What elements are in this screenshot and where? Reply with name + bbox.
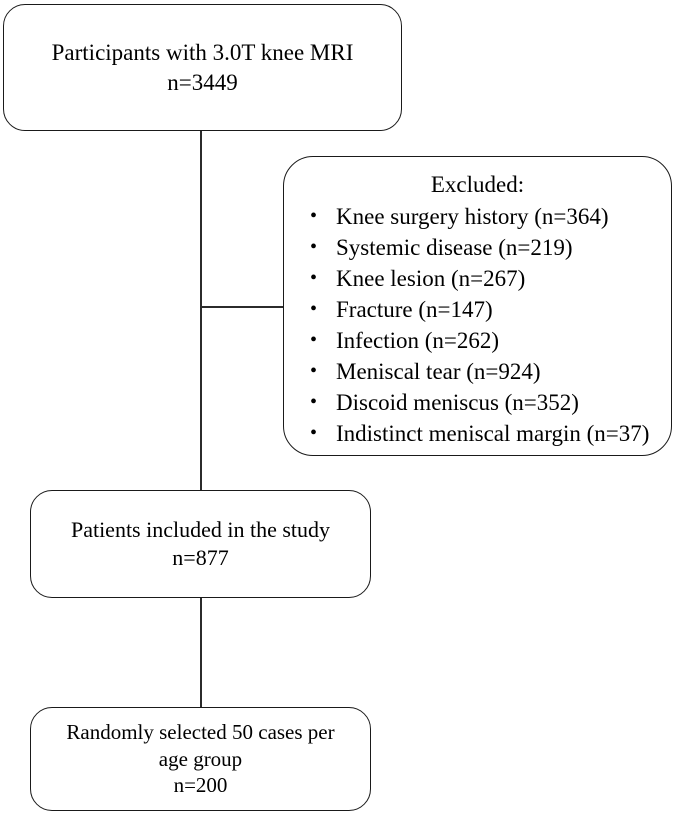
included-count: n=877	[172, 545, 229, 570]
excluded-reason-list: Knee surgery history (n=364) Systemic di…	[284, 201, 671, 449]
list-item: Fracture (n=147)	[310, 294, 671, 325]
included-label: Patients included in the study	[70, 516, 331, 542]
connector-participants-to-included	[200, 131, 202, 490]
list-item: Infection (n=262)	[310, 325, 671, 356]
list-item: Systemic disease (n=219)	[310, 232, 671, 263]
connector-trunk-to-excluded	[200, 306, 284, 308]
list-item: Meniscal tear (n=924)	[310, 356, 671, 387]
box-participants: Participants with 3.0T knee MRI n=3449	[3, 4, 402, 131]
random-label-line2: age group	[158, 746, 243, 771]
list-item: Discoid meniscus (n=352)	[310, 387, 671, 418]
participants-label: Participants with 3.0T knee MRI	[51, 40, 354, 66]
box-excluded: Excluded: Knee surgery history (n=364) S…	[283, 156, 672, 456]
box-randomly-selected: Randomly selected 50 cases per age group…	[30, 707, 371, 811]
list-item: Knee lesion (n=267)	[310, 263, 671, 294]
connector-included-to-random	[200, 598, 202, 707]
box-patients-included: Patients included in the study n=877	[30, 490, 371, 598]
excluded-title: Excluded:	[430, 172, 525, 197]
random-count: n=200	[173, 773, 228, 798]
list-item: Indistinct meniscal margin (n=37)	[310, 418, 671, 449]
participants-count: n=3449	[167, 69, 238, 95]
list-item: Knee surgery history (n=364)	[310, 201, 671, 232]
random-label-line1: Randomly selected 50 cases per	[66, 719, 335, 744]
